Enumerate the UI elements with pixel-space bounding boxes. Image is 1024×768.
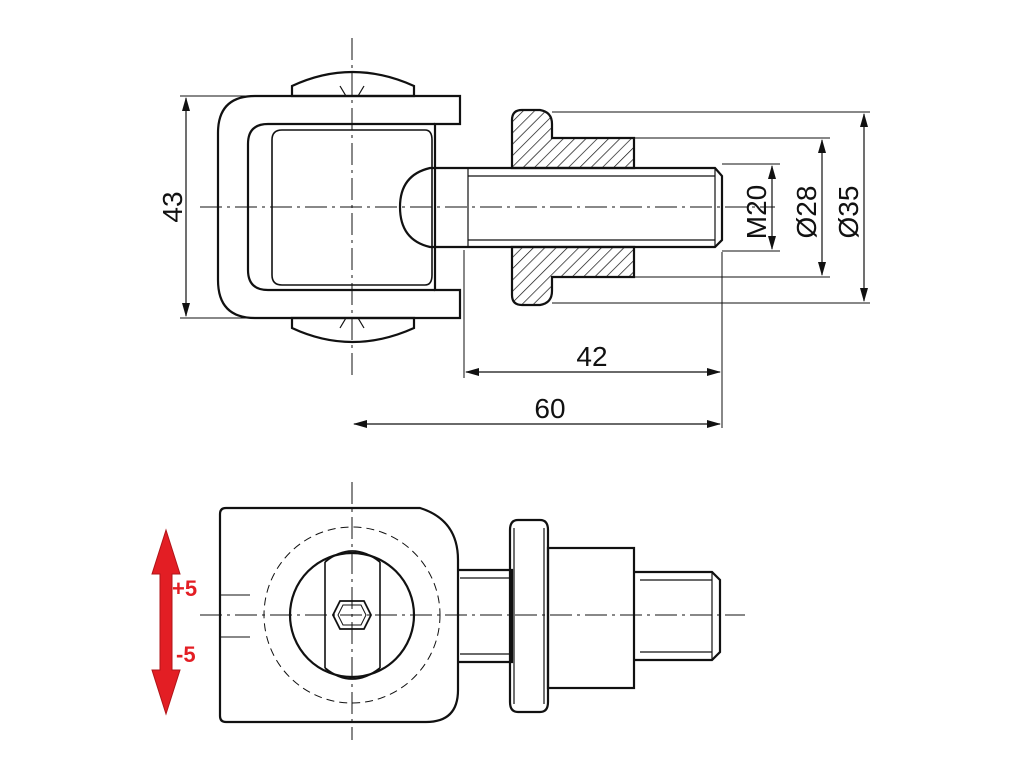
adjustment-arrow-icon xyxy=(151,528,181,716)
bolt-thread-section xyxy=(458,568,514,664)
dim-diameter-outer-label: Ø35 xyxy=(833,186,864,239)
dim-thread-length-label: 42 xyxy=(576,341,607,372)
pin-cap-top xyxy=(290,70,416,98)
flange-nut xyxy=(508,518,550,714)
dim-diameters xyxy=(552,111,870,304)
adjustment-arrow xyxy=(151,528,181,716)
u-bracket-inner xyxy=(246,122,435,292)
u-bracket-outer xyxy=(216,94,462,320)
dim-thread-length xyxy=(463,250,723,428)
pin-cap-view-top xyxy=(324,550,381,563)
pin-cap-sides xyxy=(324,562,381,668)
adjustment-minus-label: -5 xyxy=(176,642,196,667)
pin-cap-bottom xyxy=(290,316,416,344)
washer-section-bottom xyxy=(510,245,636,307)
bottom-view xyxy=(200,482,745,740)
hinge-body xyxy=(271,129,433,286)
bracket-plate xyxy=(218,506,460,724)
dim-height xyxy=(180,95,292,319)
dim-thread-label: M20 xyxy=(741,185,772,239)
dim-diameter-inner-label: Ø28 xyxy=(791,186,822,239)
dim-height-label: 43 xyxy=(157,191,188,222)
pin-cap-view-bottom xyxy=(324,667,381,680)
hidden-circle xyxy=(263,526,441,704)
bolt-thread-end xyxy=(634,570,722,662)
top-view xyxy=(200,38,775,380)
threaded-bolt xyxy=(462,166,724,249)
hex-socket-inner xyxy=(337,604,367,626)
collar xyxy=(546,546,636,690)
washer-section-top xyxy=(510,108,636,170)
dim-total-length-label: 60 xyxy=(534,393,565,424)
hex-socket-icon xyxy=(331,600,373,630)
adjustment-plus-label: +5 xyxy=(172,576,197,601)
ball-end xyxy=(398,166,462,249)
pin-head-circle xyxy=(288,551,416,679)
